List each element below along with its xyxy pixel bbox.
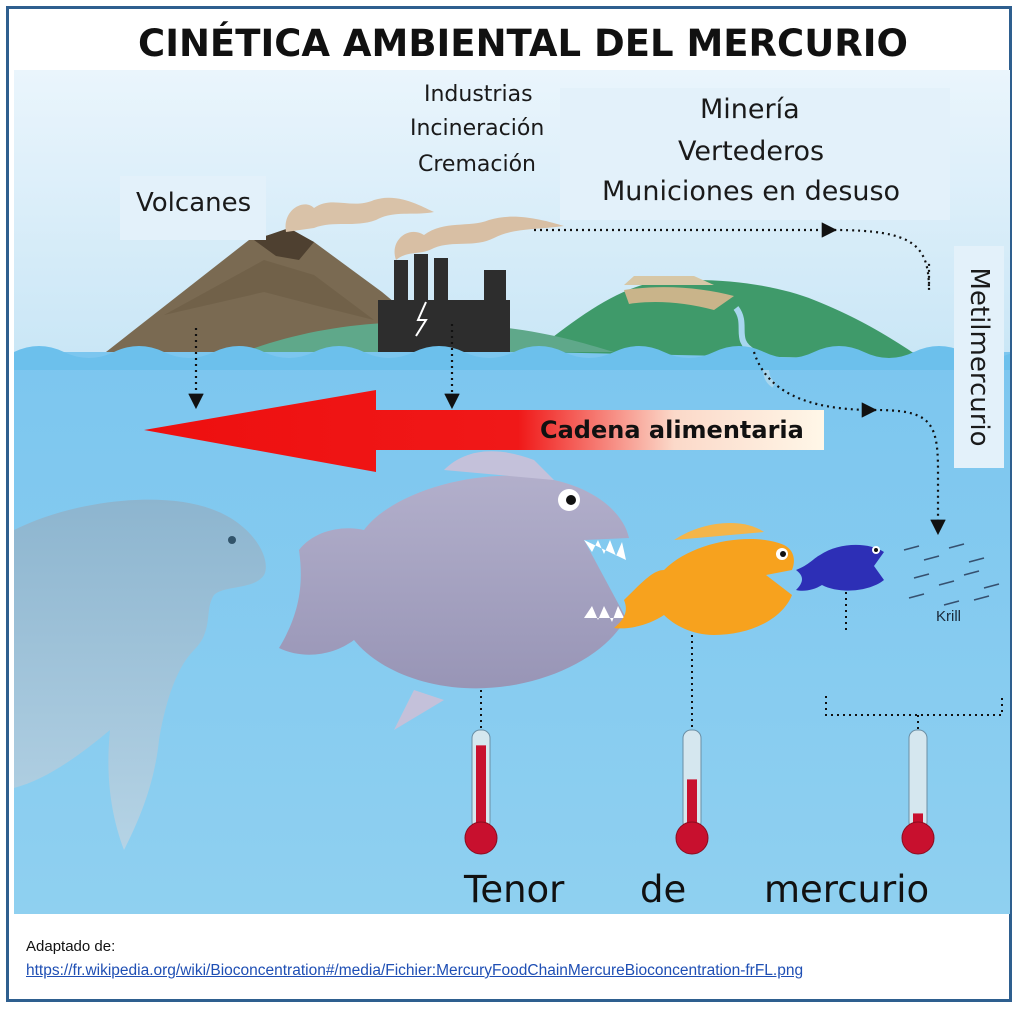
diagram-title: CINÉTICA AMBIENTAL DEL MERCURIO <box>138 22 908 65</box>
municiones-label: Municiones en desuso <box>602 176 901 207</box>
caption-mercurio: mercurio <box>764 868 930 911</box>
cremacion-label: Cremación <box>418 152 536 177</box>
orange-fish <box>614 522 794 635</box>
industrias-label: Industrias <box>424 82 533 107</box>
factory <box>378 254 510 352</box>
flow-arrows <box>188 222 946 536</box>
thermometer-orange-fish <box>675 729 709 855</box>
vertederos-label: Vertederos <box>678 136 825 167</box>
caption-de: de <box>640 868 687 911</box>
thermometer-krill <box>901 729 935 855</box>
mineria-label-box <box>560 88 950 220</box>
source-heading: Adaptado de: <box>26 938 116 955</box>
volcano-smoke <box>285 197 434 232</box>
thermometer-big-fish <box>464 729 498 855</box>
food-chain-label: Cadena alimentaria <box>540 416 804 444</box>
small-fish <box>796 544 884 591</box>
metilmercurio-label: Metilmercurio <box>964 267 994 447</box>
volcanes-label-box <box>120 176 266 240</box>
metilmercurio-label-box <box>954 246 1004 468</box>
mineria-label: Minería <box>700 94 800 125</box>
wave-line <box>14 346 1010 370</box>
mining-hill <box>534 276 924 388</box>
krill-swarm <box>903 543 1000 606</box>
thermometer-connectors <box>480 592 1003 730</box>
volcanes-label: Volcanes <box>136 188 252 218</box>
dolphin <box>14 499 266 850</box>
incineracion-label: Incineración <box>410 116 545 141</box>
source-link[interactable]: https://fr.wikipedia.org/wiki/Bioconcent… <box>26 962 804 979</box>
volcano <box>106 228 454 352</box>
mercury-scene <box>14 70 1010 914</box>
krill-label: Krill <box>936 608 961 625</box>
caption-tenor: Tenor <box>464 868 565 911</box>
factory-smoke <box>394 216 564 260</box>
food-chain-arrow <box>144 390 824 472</box>
big-fish <box>279 451 629 730</box>
